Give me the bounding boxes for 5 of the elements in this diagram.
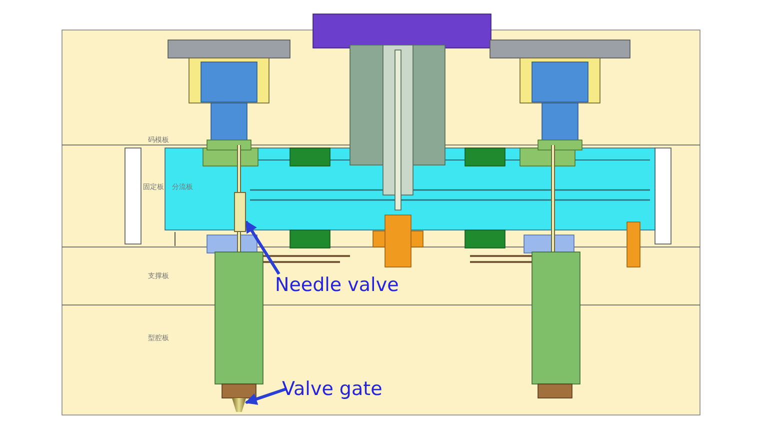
leader-arrow — [244, 220, 280, 275]
needle-valve — [234, 192, 246, 232]
leader-arrow — [244, 388, 286, 405]
callout-text: Valve gate — [282, 378, 382, 400]
callout-text: Needle valve — [275, 274, 399, 296]
